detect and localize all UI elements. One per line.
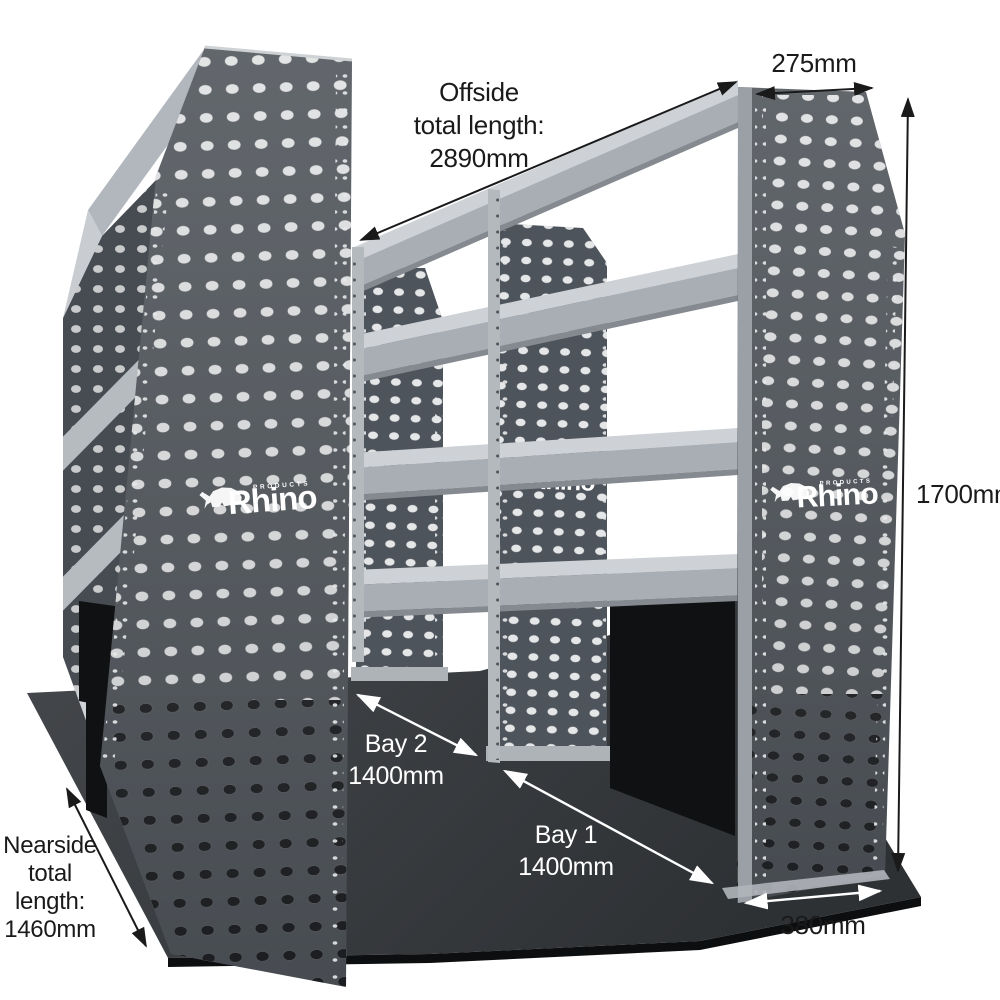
- nearside-end-panel-edge-holes-right: [330, 64, 348, 986]
- height-1700-label: 1700mm: [916, 479, 1000, 509]
- nearside-end-panel-edge-holes-left: [102, 180, 169, 766]
- height-1700-arrow: [891, 97, 915, 873]
- nearside-length-label-line2: total: [28, 860, 72, 887]
- nearside-length-label-line3: length:: [15, 888, 85, 915]
- bay2-arrow: [355, 693, 479, 757]
- offside-length-label-line3: 2890mm: [429, 143, 528, 173]
- nearside-length-label-line1: Nearside: [3, 832, 97, 859]
- shelf-bottom-lip: [352, 595, 738, 618]
- width-275-label: 275mm: [771, 48, 856, 78]
- bay2-size-label: 1400mm: [348, 762, 443, 790]
- bay-divider-upright-holes: [489, 194, 499, 760]
- depth-380-arrow: [743, 884, 883, 910]
- bay1-divider-edge-holes-right: [598, 268, 606, 751]
- shelf-3-front: [352, 442, 738, 495]
- nearside-sloped-top-lower: [63, 210, 102, 318]
- offside-length-label-line1: Offside: [439, 77, 519, 107]
- nearside-length-label-line4: 1460mm: [4, 916, 96, 943]
- offside-end-panel: [722, 87, 905, 903]
- bay2-name-label: Bay 2: [365, 730, 427, 758]
- width-275-arrow: [755, 81, 874, 101]
- left-end-upright-holes: [353, 252, 363, 660]
- bay1-divider: [486, 223, 613, 761]
- nearside-end-panel-top-lip: [204, 45, 353, 62]
- shelf-2-lip: [352, 295, 738, 384]
- shelf-3-lip: [352, 469, 738, 501]
- offside-end-panel-edge-holes-left: [755, 96, 766, 900]
- shelf-2-surface: [352, 254, 738, 351]
- nearside-length-arrow: [66, 787, 147, 948]
- shelf-bottom: [352, 554, 738, 618]
- shelf-3: [352, 428, 738, 501]
- shelf-bottom-surface: [352, 554, 738, 585]
- nearside-end-panel-shading: [100, 47, 352, 987]
- shelf-2: [352, 254, 738, 384]
- offside-length-arrow: [359, 81, 738, 241]
- shelf-2-front: [352, 268, 738, 378]
- nearside-sloped-top: [88, 48, 219, 236]
- bay2-divider-edge-holes-right: [435, 324, 443, 674]
- bay1-size-label: 1400mm: [518, 853, 613, 881]
- dimension-annotations: 275mm Offside total length: 2890mm 1700m…: [3, 48, 1000, 948]
- depth-380-label: 380mm: [780, 910, 865, 940]
- shelf-3-surface: [352, 428, 738, 468]
- offside-end-panel-edge-holes-right: [873, 246, 897, 871]
- offside-uprights: [352, 189, 500, 763]
- bay2-divider-baseplate: [351, 667, 448, 681]
- shelf-bottom-front: [352, 568, 738, 612]
- bay1-arrow: [502, 769, 715, 885]
- offside-end-panel-front-edge: [738, 87, 752, 903]
- bay1-name-label: Bay 1: [535, 821, 597, 849]
- bay1-divider-baseplate: [486, 746, 613, 761]
- offside-length-label-line2: total length:: [414, 110, 545, 140]
